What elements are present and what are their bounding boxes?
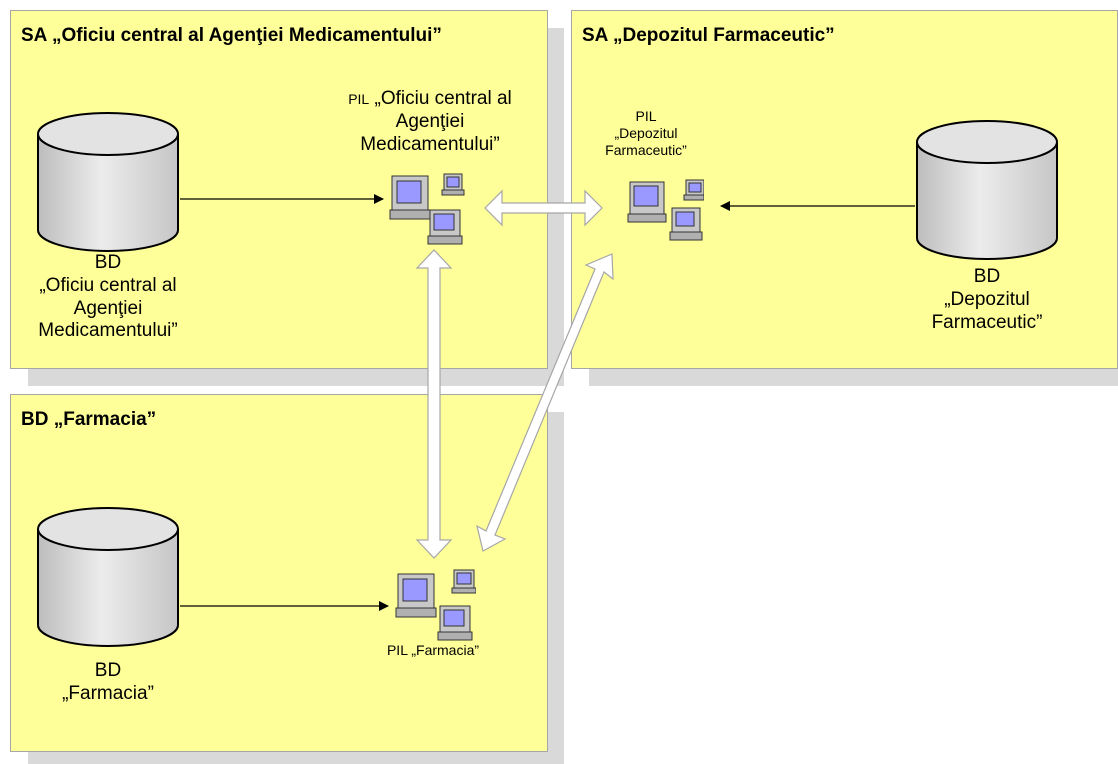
double-arrow xyxy=(476,253,614,552)
computer-network-icon xyxy=(395,569,476,641)
pil-oficiu-label: PIL „Oficiu central al Agenţiei Medicame… xyxy=(348,88,512,155)
database-cylinder-icon xyxy=(37,507,179,647)
panel-title: BD „Farmacia” xyxy=(21,409,157,430)
bd-farmacia-label: BD „Farmacia” xyxy=(62,660,154,704)
panel-title: SA „Oficiu central al Agenţiei Medicamen… xyxy=(21,25,442,46)
computer-network-icon xyxy=(627,179,704,241)
pil-depozit-label: PIL „Depozitul Farmaceutic” xyxy=(605,108,687,158)
double-arrow xyxy=(415,249,453,559)
bd-depozit-label: BD „Depozitul Farmaceutic” xyxy=(931,266,1043,333)
bd-oficiu-label: BD „Oficiu central al Agenţiei Medicamen… xyxy=(38,252,178,342)
pil-farmacia-label: PIL „Farmacia” xyxy=(386,642,480,658)
computer-network-icon xyxy=(389,173,465,245)
database-cylinder-icon xyxy=(37,112,179,252)
double-arrow xyxy=(484,189,603,227)
panel-title: SA „Depozitul Farmaceutic” xyxy=(582,25,835,46)
database-cylinder-icon xyxy=(916,120,1058,260)
